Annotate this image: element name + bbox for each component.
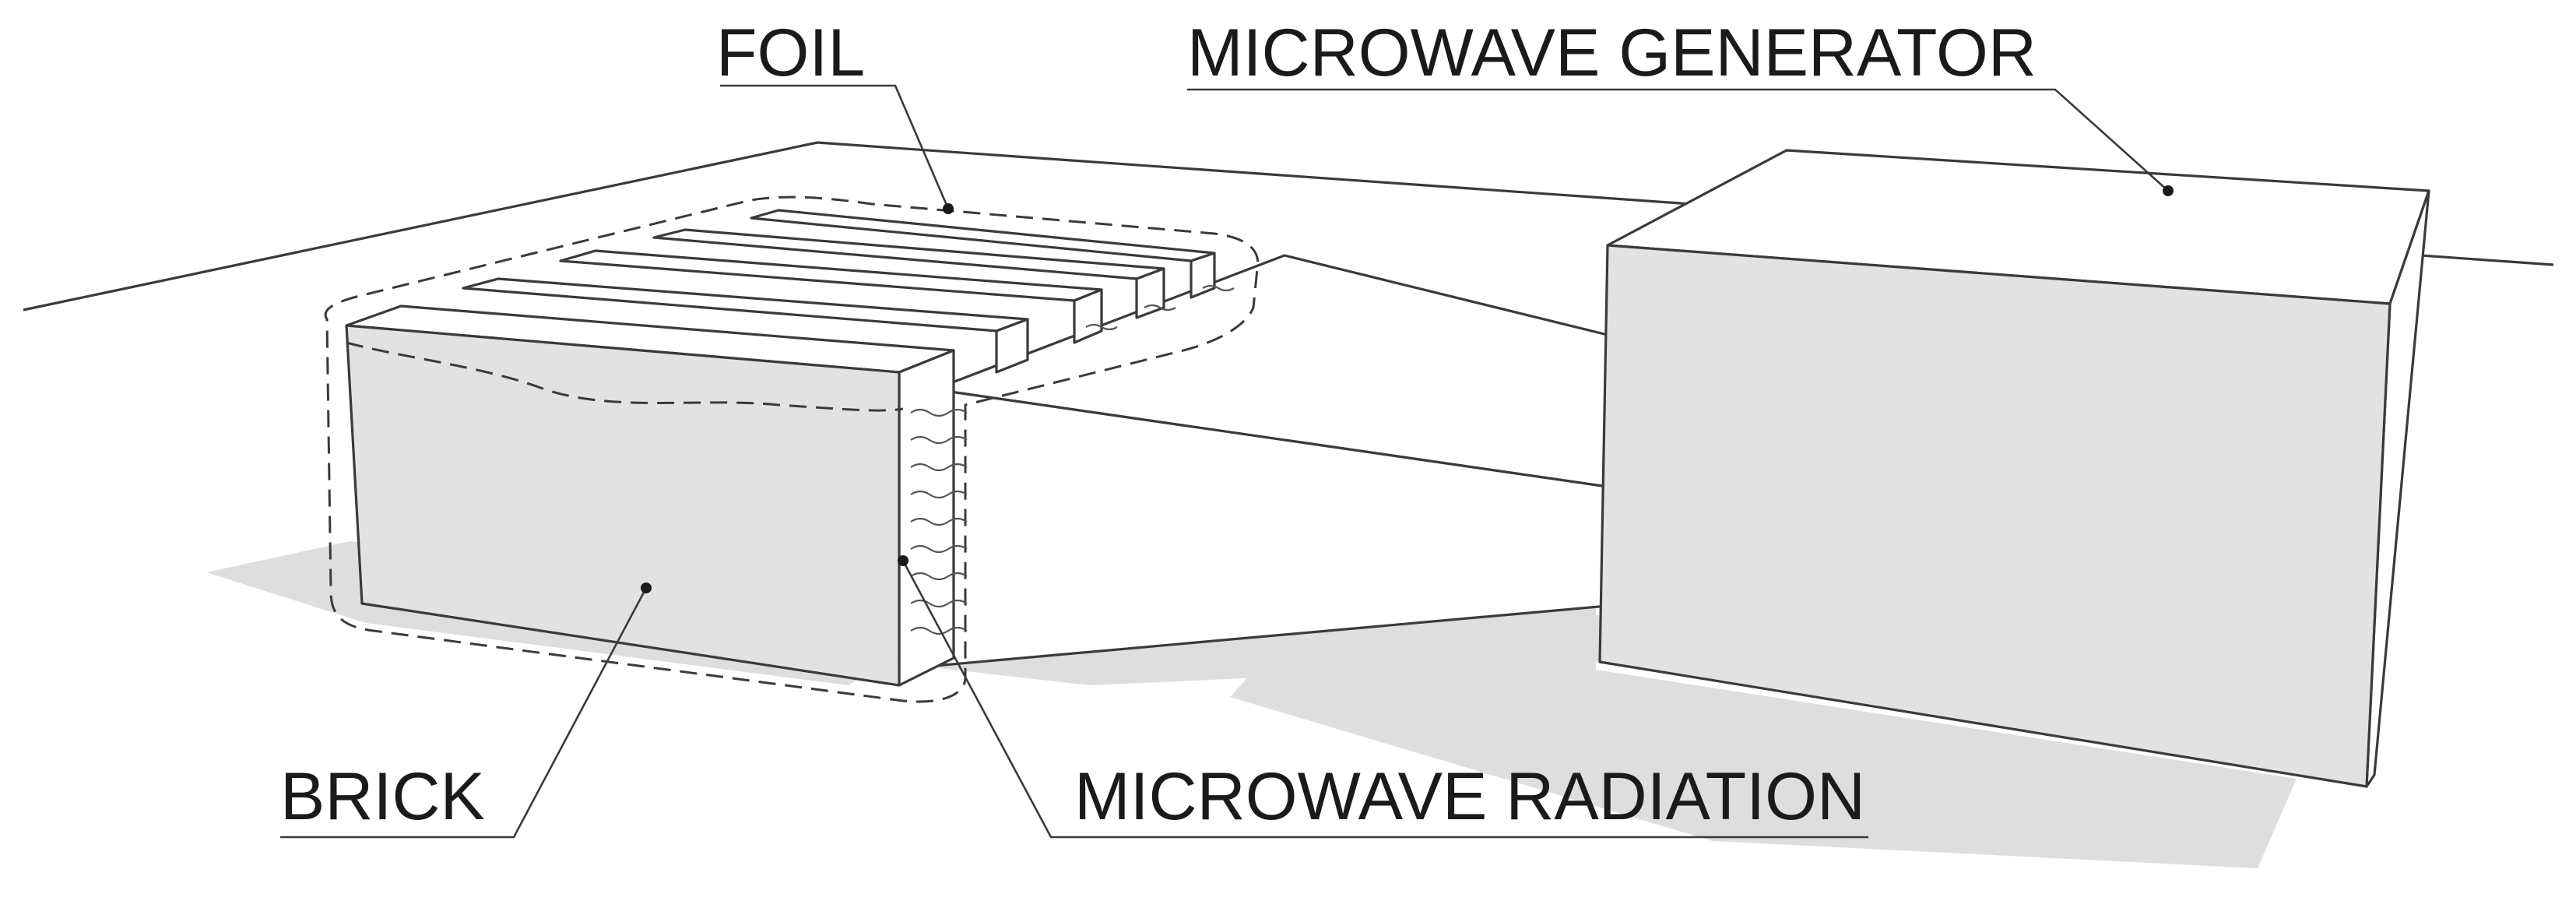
radiation-leader-dot (898, 555, 908, 566)
brick-leader-dot (641, 582, 652, 593)
slab-5-side (1190, 252, 1216, 299)
label-foil: FOIL (716, 16, 865, 90)
slab-2-side (995, 318, 1029, 374)
label-microwave-radiation: MICROWAVE RADIATION (1074, 759, 1865, 834)
generator-leader (1187, 88, 2169, 192)
label-brick: BRICK (280, 759, 485, 834)
radiation-leader (901, 560, 1868, 839)
labels: FOIL MICROWAVE GENERATOR BRICK MICROWAVE… (280, 16, 2037, 834)
foil-crease (346, 341, 904, 412)
slab-4-side (1135, 267, 1165, 319)
foil-leader-dot (943, 203, 954, 214)
slab-3-side (1073, 288, 1103, 344)
radiation-beam (933, 254, 1609, 667)
generator-leader-dot (2163, 185, 2174, 196)
brick-slabs (462, 209, 1216, 374)
foil-leader (720, 84, 950, 209)
label-microwave-generator: MICROWAVE GENERATOR (1187, 16, 2037, 90)
brick-leader (280, 587, 648, 839)
leaders (280, 84, 2174, 839)
generator-front (1598, 244, 2391, 788)
foil-wrap (324, 195, 1260, 703)
radiation-waves (910, 284, 1235, 635)
brick-right-side (898, 349, 955, 687)
microwave-generator (1598, 149, 2430, 788)
brick-front (345, 324, 901, 687)
foil-outline (324, 195, 1260, 703)
